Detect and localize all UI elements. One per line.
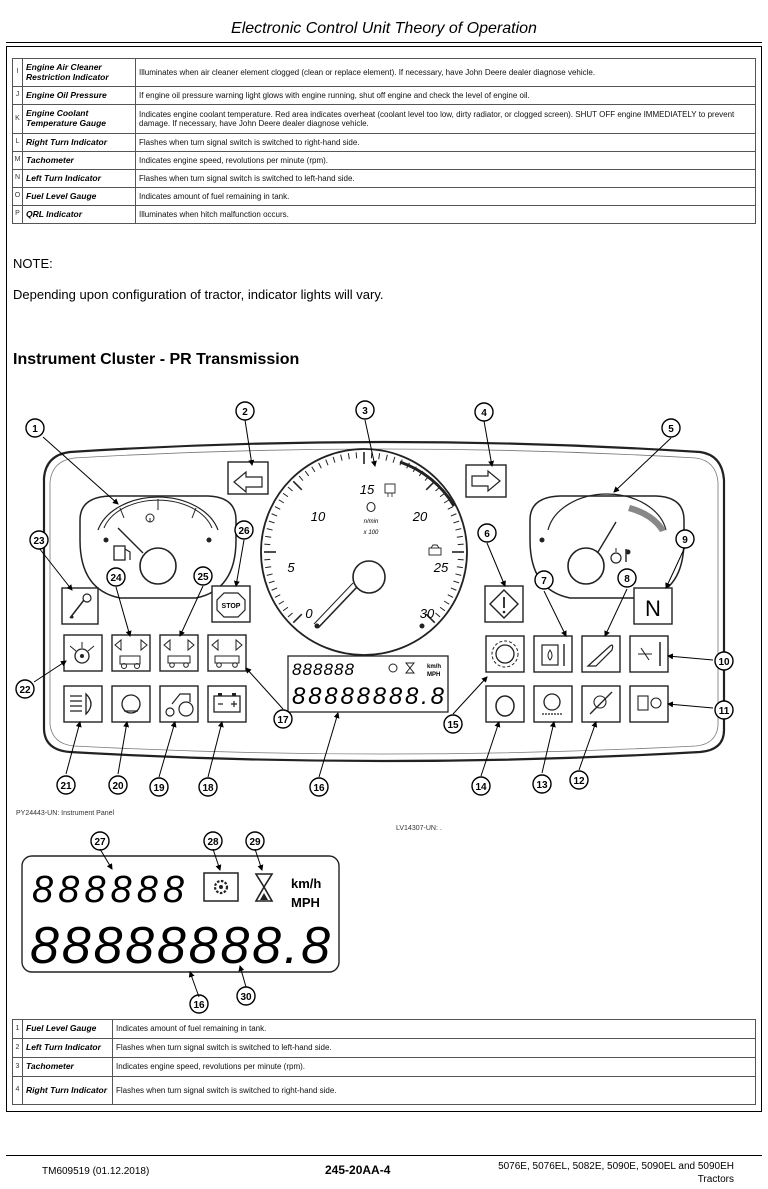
row-desc: Flashes when turn signal switch is switc… [112,1038,756,1058]
row-term: Engine Oil Pressure [22,86,136,105]
indicator-table-top: I Engine Air Cleaner Restriction Indicat… [12,58,756,224]
row-term: Right Turn Indicator [22,133,136,152]
row-desc: If engine oil pressure warning light glo… [135,86,756,105]
row-term: Fuel Level Gauge [22,187,136,206]
row-term: Right Turn Indicator [22,1076,113,1105]
section-title: Instrument Cluster - PR Transmission [13,351,300,368]
row-desc: Indicates amount of fuel remaining in ta… [135,187,756,206]
row-term: QRL Indicator [22,205,136,224]
row-key: 3 [12,1057,23,1077]
row-term: Engine Air Cleaner Restriction Indicator [22,58,136,87]
content-frame [6,46,762,1112]
row-term: Fuel Level Gauge [22,1019,113,1039]
row-key: K [12,104,23,134]
row-key: J [12,86,23,105]
row-key: L [12,133,23,152]
row-desc: Illuminates when air cleaner element clo… [135,58,756,87]
row-term: Tachometer [22,151,136,170]
footer-models: 5076E, 5076EL, 5082E, 5090E, 5090EL and … [498,1161,734,1186]
footer-models-line1: 5076E, 5076EL, 5082E, 5090E, 5090EL and … [498,1161,734,1172]
figure-label-lcd: LV14307-UN: . [396,825,442,832]
figure-label-panel: PY24443-UN: Instrument Panel [16,810,115,817]
row-key: N [12,169,23,188]
table-row: O Fuel Level Gauge Indicates amount of f… [12,187,756,206]
row-desc: Flashes when turn signal switch is switc… [135,169,756,188]
footer-page-number: 245-20AA-4 [325,1163,391,1177]
row-key: P [12,205,23,224]
note-label: NOTE: [13,256,53,271]
header-rule [6,42,762,43]
row-desc: Flashes when turn signal switch is switc… [112,1076,756,1105]
row-term: Left Turn Indicator [22,169,136,188]
table-row: 1 Fuel Level Gauge Indicates amount of f… [12,1019,756,1039]
table-row: P QRL Indicator Illuminates when hitch m… [12,205,756,224]
table-row: 2 Left Turn Indicator Flashes when turn … [12,1038,756,1058]
table-row: M Tachometer Indicates engine speed, rev… [12,151,756,170]
footer-models-line2: Tractors [697,1173,734,1185]
row-term: Engine Coolant Temperature Gauge [22,104,136,134]
table-row: L Right Turn Indicator Flashes when turn… [12,133,756,152]
row-desc: Indicates amount of fuel remaining in ta… [112,1019,756,1039]
row-term: Tachometer [22,1057,113,1077]
footer-doc-id: TM609519 (01.12.2018) [42,1166,150,1177]
table-row: 4 Right Turn Indicator Flashes when turn… [12,1076,756,1105]
note-text: Depending upon configuration of tractor,… [13,287,384,302]
row-key: I [12,58,23,87]
table-row: J Engine Oil Pressure If engine oil pres… [12,86,756,105]
row-desc: Flashes when turn signal switch is switc… [135,133,756,152]
row-desc: Indicates engine coolant temperature. Re… [135,104,756,134]
table-row: I Engine Air Cleaner Restriction Indicat… [12,58,756,87]
row-term: Left Turn Indicator [22,1038,113,1058]
indicator-table-bottom: 1 Fuel Level Gauge Indicates amount of f… [12,1019,756,1105]
table-row: 3 Tachometer Indicates engine speed, rev… [12,1057,756,1077]
row-key: 2 [12,1038,23,1058]
row-desc: Indicates engine speed, revolutions per … [112,1057,756,1077]
page-header-title: Electronic Control Unit Theory of Operat… [231,20,537,37]
row-key: O [12,187,23,206]
row-key: 4 [12,1076,23,1105]
table-row: N Left Turn Indicator Flashes when turn … [12,169,756,188]
footer-rule [6,1155,762,1156]
table-row: K Engine Coolant Temperature Gauge Indic… [12,104,756,134]
row-key: 1 [12,1019,23,1039]
row-desc: Indicates engine speed, revolutions per … [135,151,756,170]
row-key: M [12,151,23,170]
row-desc: Illuminates when hitch malfunction occur… [135,205,756,224]
